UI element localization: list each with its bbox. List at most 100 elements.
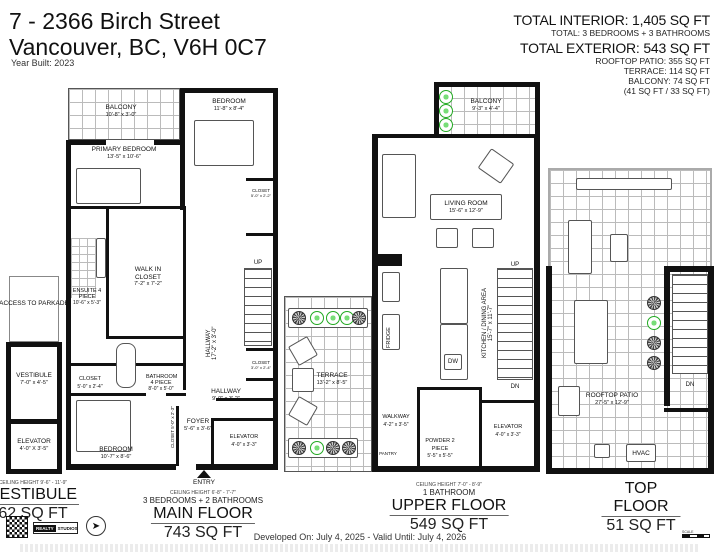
scale-label: SCALE (682, 530, 694, 534)
vestibule-floor-title: CEILING HEIGHT 9'-6" - 11'-9" VESTIBULE … (0, 480, 80, 523)
balcony-split: (41 SQ FT / 33 SQ FT) (623, 86, 710, 96)
living-room-label-box (430, 194, 502, 220)
qr-code-icon[interactable] (6, 516, 28, 538)
plant-dark-icon (292, 441, 306, 455)
rooms-summary: TOTAL: 3 BEDROOMS + 3 BATHROOMS (551, 28, 710, 38)
main-ceiling-height: CEILING HEIGHT 6'-8" - 7'-7" (170, 490, 236, 496)
vestibule-title: VESTIBULE (0, 486, 80, 505)
developed-date: Developed On: July 4, 2025 - Valid Until… (253, 532, 467, 542)
total-exterior-label: TOTAL EXTERIOR: (519, 40, 640, 56)
room-label-closet-4: CLOSET 5'-0" x 2'-3" (170, 406, 175, 448)
plant-green-icon (647, 316, 661, 330)
stairs-up-label: UP (253, 260, 263, 266)
main-stairs[interactable] (244, 268, 272, 346)
year-built: Year Built: 2023 (11, 58, 75, 68)
balcony-area: BALCONY: 74 SQ FT (628, 76, 710, 86)
scale-bar-icon (682, 534, 710, 538)
dishwasher: DW (444, 354, 462, 370)
sink-unit (594, 444, 610, 458)
chair-2 (472, 228, 494, 248)
dining-table (440, 268, 468, 324)
upper-stairs-up-label: UP (510, 262, 520, 268)
total-exterior: TOTAL EXTERIOR: 543 SQ FT (513, 40, 710, 56)
ensuite-vanity (96, 238, 106, 278)
plant-dark-icon (352, 311, 366, 325)
logo-text-b: STUDIOS (57, 525, 78, 531)
plant-dark-icon (342, 441, 356, 455)
range (382, 272, 400, 302)
chair-1 (436, 228, 458, 248)
bathtub (116, 343, 136, 388)
totals-panel: TOTAL INTERIOR: 1,405 SQ FT TOTAL: 3 BED… (513, 12, 710, 96)
top-stairs[interactable] (672, 274, 708, 374)
logo-text-a: REALTY (34, 524, 56, 532)
disclaimer-fine-print (20, 544, 700, 552)
bed-primary (76, 168, 141, 204)
ensuite-floor (71, 238, 96, 298)
coffee-table (610, 234, 628, 262)
bench (576, 178, 672, 190)
upper-title: UPPER FLOOR (389, 497, 509, 516)
armchair-living (477, 148, 515, 184)
scale-bar: SCALE (682, 530, 710, 538)
upper-ceiling-height: CEILING HEIGHT 7'-0" - 8'-9" (416, 482, 482, 488)
address-line-1: 7 - 2366 Birch Street (9, 8, 220, 34)
plant-dark-icon (326, 441, 340, 455)
upper-area: 549 SQ FT (409, 516, 489, 533)
rooftop-patio-area: ROOFTOP PATIO: 355 SQ FT (595, 56, 710, 66)
rooftop-dining-table (574, 300, 608, 364)
top-floor-title: TOP FLOOR 51 SQ FT (601, 480, 681, 535)
room-label-access-parkade: ACCESS TO PARKADE (0, 300, 69, 307)
address-line-2: Vancouver, BC, V6H 0C7 (9, 34, 267, 60)
access-parkade-area (9, 276, 59, 342)
top-stairs-dn-label: DN (685, 382, 695, 388)
total-interior-value: 1,405 SQ FT (632, 12, 710, 28)
kitchen-island (440, 324, 468, 380)
plant-green-icon (439, 90, 453, 104)
total-interior: TOTAL INTERIOR: 1,405 SQ FT (513, 12, 710, 28)
bed-bedroom-2 (194, 120, 254, 166)
terrace-area: TERRACE: 114 SQ FT (623, 66, 710, 76)
upper-summary: 1 BATHROOM (422, 488, 476, 497)
plant-green-icon (439, 104, 453, 118)
plant-green-icon (310, 441, 324, 455)
upper-balcony (437, 84, 537, 136)
plant-green-icon (326, 311, 340, 325)
room-label-pantry: PANTRY (379, 451, 397, 456)
upper-stairs[interactable] (497, 268, 533, 380)
main-title: MAIN FLOOR (151, 505, 255, 524)
top-title: TOP FLOOR (601, 480, 681, 517)
fridge-label: FRIDGE (386, 327, 392, 348)
total-interior-label: TOTAL INTERIOR: (513, 12, 629, 28)
main-summary: 3 BEDROOMS + 2 BATHROOMS (142, 496, 264, 505)
plant-dark-icon (647, 356, 661, 370)
bbq (558, 386, 580, 416)
main-area: 743 SQ FT (163, 524, 243, 541)
upper-stairs-dn-label: DN (510, 384, 520, 390)
